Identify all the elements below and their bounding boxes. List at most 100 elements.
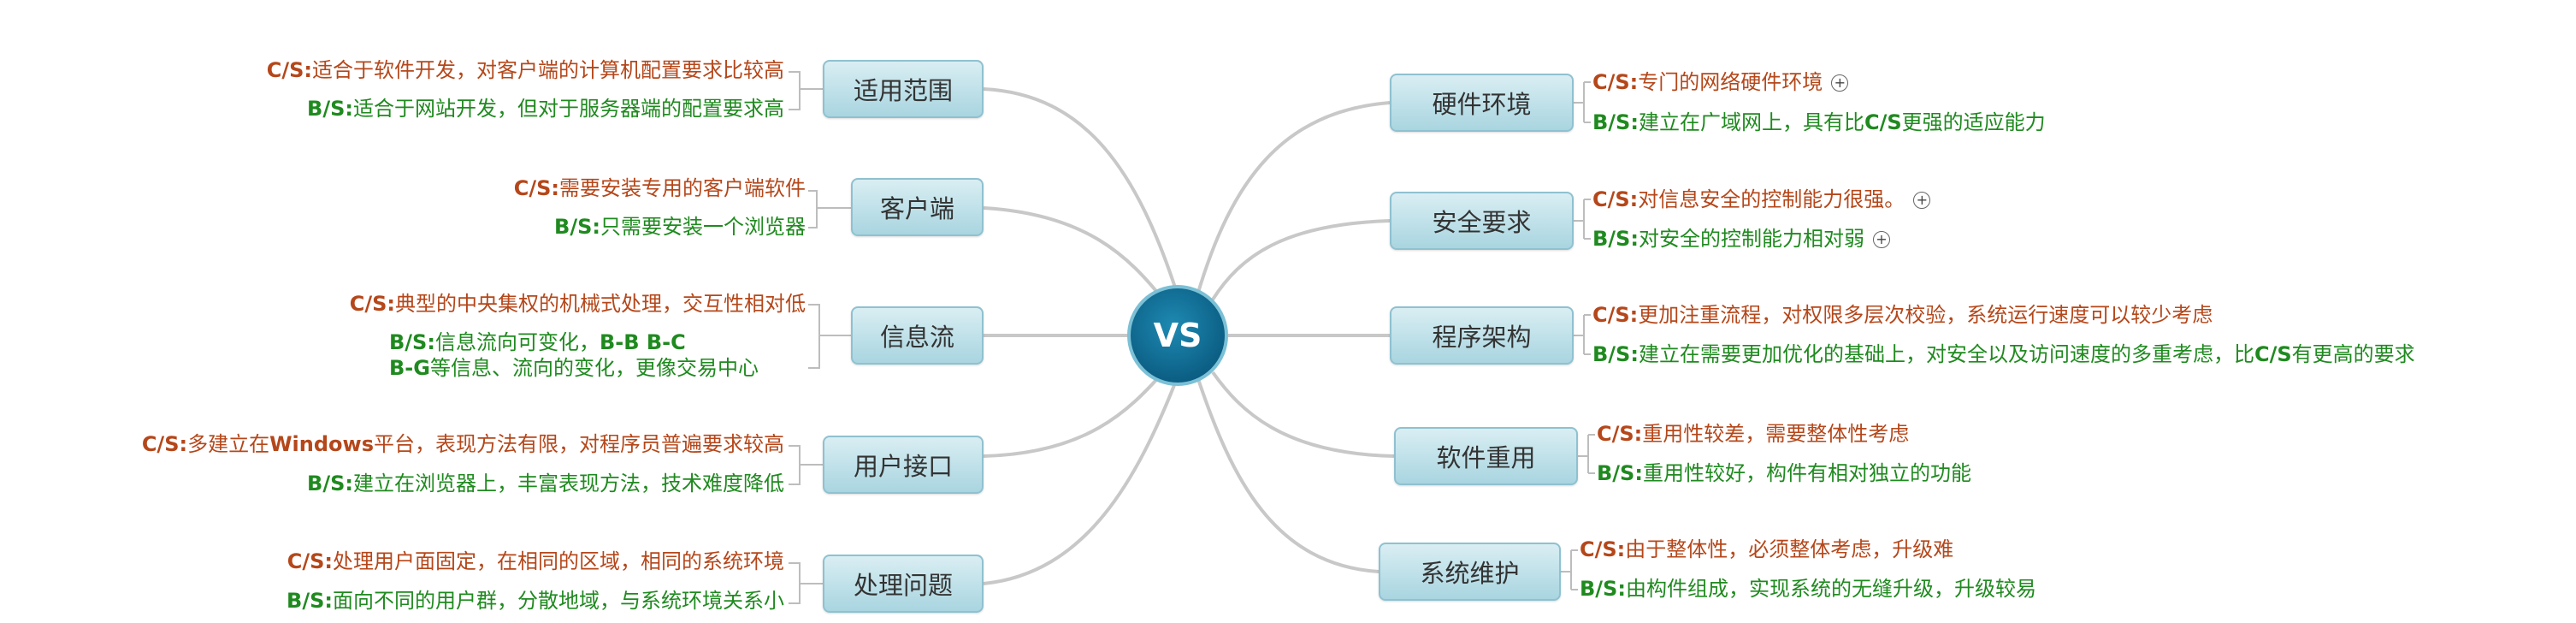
- leaf-info-flow-cs: C/S:典型的中央集权的机械式处理，交互性相对低: [350, 291, 806, 317]
- leaf-text: 信息流向可变化，: [434, 330, 600, 354]
- leaf-text: 多建立在: [187, 432, 270, 456]
- bracket-left-2: [808, 190, 851, 228]
- bs-tag: B/S:: [1592, 342, 1639, 366]
- topic-scope[interactable]: 适用范围: [823, 60, 984, 118]
- leaf-text: 只需要安装一个浏览器: [600, 215, 806, 239]
- leaf-text: 重用性较好，构件有相对独立的功能: [1642, 461, 1971, 485]
- leaf-security-cs: C/S:对信息安全的控制能力很强。 +: [1592, 187, 1931, 212]
- cs-tag: C/S:: [141, 432, 188, 456]
- cs-tag: C/S:: [1592, 187, 1639, 211]
- topic-user-interface[interactable]: 用户接口: [823, 436, 984, 494]
- leaf-text: 典型的中央集权的机械式处理，交互性相对低: [395, 292, 806, 316]
- leaf-ui-bs: B/S:建立在浏览器上，丰富表现方法，技术难度降低: [307, 471, 784, 496]
- leaf-text: 由构件组成，实现系统的无缝升级，升级较易: [1625, 577, 2036, 601]
- bs-tag: B/S:: [1597, 461, 1643, 485]
- connector-right-1: [1196, 101, 1391, 296]
- connector-right-4: [1211, 371, 1395, 458]
- leaf-security-bs: B/S:对安全的控制能力相对弱 +: [1592, 226, 1890, 252]
- leaf-text: 平台，表现方法有限，对程序员普遍要求较高: [374, 432, 784, 456]
- bracket-right-2: [1574, 199, 1591, 240]
- bracket-left-5: [789, 562, 823, 604]
- cs-tag: C/S:: [1597, 422, 1643, 446]
- leaf-text: 对安全的控制能力相对弱: [1638, 227, 1864, 251]
- leaf-hardware-cs: C/S:专门的网络硬件环境 +: [1592, 69, 1849, 95]
- leaf-text: 由于整体性，必须整体考虑，升级难: [1625, 537, 1954, 561]
- cs-tag: C/S:: [349, 292, 395, 316]
- bs-tag: B/S:: [389, 330, 435, 354]
- bs-tag: B/S:: [307, 472, 353, 495]
- bs-tag: B/S:: [1592, 227, 1639, 251]
- bracket-right-1: [1574, 81, 1591, 123]
- leaf-text: 处理用户面固定，在相同的区域，相同的系统环境: [333, 549, 784, 573]
- leaf-text: 等信息、流向的变化，更像交易中心: [429, 356, 759, 380]
- topic-architecture[interactable]: 程序架构: [1390, 306, 1574, 365]
- topic-hardware[interactable]: 硬件环境: [1390, 74, 1574, 132]
- cs-tag: C/S:: [513, 176, 559, 200]
- bracket-left-1: [789, 71, 823, 110]
- leaf-text: 建立在浏览器上，丰富表现方法，技术难度降低: [353, 472, 784, 495]
- leaf-text: 需要安装专用的客户端软件: [559, 176, 806, 200]
- leaf-architecture-bs: B/S:建立在需要更加优化的基础上，对安全以及访问速度的多重考虑，比C/S有更高…: [1592, 341, 2415, 367]
- bs-tag: B/S:: [1580, 577, 1626, 601]
- leaf-info-flow-bs-line1: B/S:信息流向可变化，B-B B-C: [389, 329, 686, 355]
- leaf-maintenance-cs: C/S:由于整体性，必须整体考虑，升级难: [1580, 537, 1953, 562]
- leaf-bold: C/S: [1864, 110, 1902, 134]
- leaf-text: 建立在需要更加优化的基础上，对安全以及访问速度的多重考虑，比: [1638, 342, 2254, 366]
- connector-left-2: [983, 206, 1165, 301]
- cs-tag: C/S:: [1592, 70, 1639, 94]
- leaf-text: 对信息安全的控制能力很强。: [1638, 187, 1905, 211]
- topic-maintenance[interactable]: 系统维护: [1379, 543, 1561, 601]
- bracket-right-4: [1578, 434, 1595, 474]
- expand-icon[interactable]: +: [1872, 231, 1890, 248]
- leaf-bold: B-B B-C: [599, 330, 686, 354]
- expand-icon[interactable]: +: [1831, 74, 1849, 92]
- leaf-text: 适合于网站开发，但对于服务器端的配置要求高: [353, 97, 784, 121]
- expand-icon[interactable]: +: [1913, 192, 1931, 209]
- leaf-scope-bs: B/S:适合于网站开发，但对于服务器端的配置要求高: [307, 96, 784, 122]
- leaf-hardware-bs: B/S:建立在广域网上，具有比C/S更强的适应能力: [1592, 110, 2046, 135]
- leaf-text: 更强的适应能力: [1901, 110, 2046, 134]
- connector-left-4: [983, 371, 1165, 458]
- bs-tag: B/S:: [307, 97, 353, 121]
- leaf-text: 有更高的要求: [2291, 342, 2415, 366]
- cs-tag: C/S:: [1592, 303, 1639, 327]
- bracket-left-3: [808, 304, 851, 369]
- bs-tag: B/S:: [287, 589, 333, 613]
- leaf-bold: C/S: [2254, 342, 2292, 366]
- bs-tag: B/S:: [554, 215, 600, 239]
- leaf-ui-cs: C/S:多建立在Windows平台，表现方法有限，对程序员普遍要求较高: [142, 431, 784, 457]
- leaf-bold: Windows: [269, 432, 374, 456]
- leaf-text: 建立在广域网上，具有比: [1638, 110, 1864, 134]
- leaf-scope-cs: C/S:适合于软件开发，对客户端的计算机配置要求比较高: [267, 57, 784, 83]
- topic-processing[interactable]: 处理问题: [823, 555, 984, 613]
- leaf-reuse-cs: C/S:重用性较差，需要整体性考虑: [1597, 421, 1909, 447]
- bracket-right-3: [1574, 314, 1591, 355]
- leaf-reuse-bs: B/S:重用性较好，构件有相对独立的功能: [1597, 460, 1971, 486]
- cs-tag: C/S:: [266, 58, 312, 82]
- cs-tag: C/S:: [1580, 537, 1626, 561]
- bracket-right-5: [1561, 549, 1578, 590]
- cs-tag: C/S:: [287, 549, 333, 573]
- center-node[interactable]: VS: [1127, 285, 1228, 386]
- bracket-left-4: [789, 445, 823, 485]
- leaf-client-bs: B/S:只需要安装一个浏览器: [554, 214, 806, 240]
- connector-right-2: [1211, 219, 1391, 301]
- leaf-text: 重用性较差，需要整体性考虑: [1642, 422, 1910, 446]
- leaf-processing-bs: B/S:面向不同的用户群，分散地域，与系统环境关系小: [287, 588, 784, 614]
- leaf-text: 面向不同的用户群，分散地域，与系统环境关系小: [333, 589, 784, 613]
- leaf-architecture-cs: C/S:更加注重流程，对权限多层次校验，系统运行速度可以较少考虑: [1592, 302, 2213, 328]
- leaf-maintenance-bs: B/S:由构件组成，实现系统的无缝升级，升级较易: [1580, 576, 2036, 602]
- leaf-text: 更加注重流程，对权限多层次校验，系统运行速度可以较少考虑: [1638, 303, 2213, 327]
- leaf-text: 适合于软件开发，对客户端的计算机配置要求比较高: [312, 58, 784, 82]
- leaf-bold: B-G: [389, 356, 430, 380]
- topic-client[interactable]: 客户端: [851, 178, 984, 236]
- leaf-text: 专门的网络硬件环境: [1638, 70, 1823, 94]
- connector-left-5: [983, 376, 1179, 585]
- leaf-client-cs: C/S:需要安装专用的客户端软件: [514, 175, 806, 201]
- topic-reuse[interactable]: 软件重用: [1394, 427, 1578, 485]
- leaf-processing-cs: C/S:处理用户面固定，在相同的区域，相同的系统环境: [287, 549, 784, 574]
- topic-security[interactable]: 安全要求: [1390, 192, 1574, 250]
- connector-right-5: [1196, 376, 1380, 573]
- topic-info-flow[interactable]: 信息流: [851, 306, 984, 365]
